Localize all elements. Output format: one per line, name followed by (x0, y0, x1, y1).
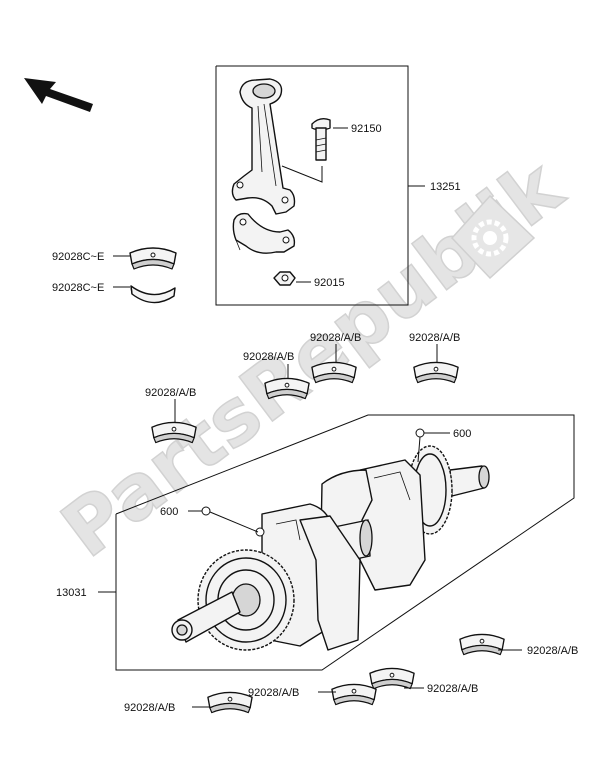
main-bearing-shell-3 (413, 344, 459, 384)
callout-main-bearing-4: 92028/A/B (145, 387, 196, 399)
connecting-rod (231, 78, 296, 254)
main-bearing-shell-8 (192, 691, 253, 714)
main-bearing-shell-7 (318, 683, 377, 706)
callout-main-bearing-5: 92028/A/B (527, 645, 578, 657)
main-bearing-shell-4 (151, 399, 197, 444)
callout-main-bearing-6: 92028/A/B (427, 683, 478, 695)
conrod-bearing-lower-shell (113, 285, 176, 304)
callout-conrod-bearing-lower: 92028C~E (52, 282, 104, 294)
oil-application-mark-lower (188, 506, 259, 533)
callout-main-bearing-2: 92028/A/B (310, 332, 361, 344)
callout-oil-600-lower: 600 (160, 506, 178, 518)
conrod-bearing-upper-shell (113, 247, 177, 270)
callout-oil-600-upper: 600 (453, 428, 471, 440)
oil-application-mark-upper (415, 428, 450, 463)
conrod-assembly-box (215, 65, 425, 306)
direction-arrow-icon (24, 78, 93, 112)
main-bearing-shell-5 (459, 633, 522, 656)
callout-main-bearing-7: 92028/A/B (248, 687, 299, 699)
callout-labels: 92150 13251 92015 92028C~E 92028C~E 9202… (52, 123, 578, 714)
callout-crankshaft-13031: 13031 (56, 587, 87, 599)
callout-main-bearing-8: 92028/A/B (124, 702, 175, 714)
callout-bolt-92150: 92150 (351, 123, 382, 135)
callout-conrod-bearing-upper: 92028C~E (52, 251, 104, 263)
crankshaft (171, 445, 490, 651)
callout-nut-92015: 92015 (314, 277, 345, 289)
crankshaft-assembly-box (98, 414, 575, 671)
callout-main-bearing-1: 92028/A/B (243, 351, 294, 363)
callout-conrod-13251: 13251 (430, 181, 461, 193)
main-bearing-shell-1 (264, 364, 310, 400)
callout-main-bearing-3: 92028/A/B (409, 332, 460, 344)
main-bearing-shell-6 (369, 667, 424, 690)
conrod-nut (273, 271, 311, 286)
main-bearing-shell-2 (311, 344, 357, 384)
conrod-bolt (281, 117, 348, 183)
gear-icon (450, 194, 536, 280)
